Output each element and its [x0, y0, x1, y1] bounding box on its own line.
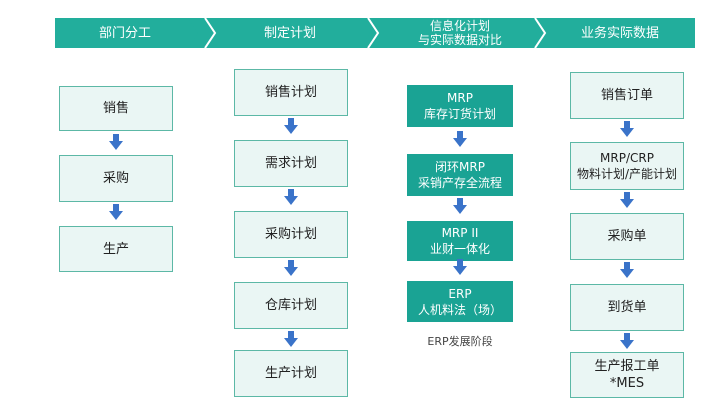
header-band	[55, 18, 695, 48]
arrow-down-icon	[620, 333, 634, 349]
header-label-actual: 业务实际数据	[580, 25, 659, 41]
plan-demand-box: 需求计划	[234, 140, 348, 187]
plan-purchase-box: 采购计划	[234, 211, 348, 258]
header-label-plans: 制定计划	[263, 25, 316, 41]
actual-sales-order-box: 销售订单	[570, 72, 684, 119]
dept-sales-box: 销售	[59, 86, 173, 131]
header-segment-2	[188, 18, 378, 48]
actual-purchase-order-box: 采购单	[570, 213, 684, 260]
arrow-down-icon	[284, 331, 298, 347]
arrow-down-icon	[620, 121, 634, 137]
header-chevrons	[55, 18, 695, 48]
header-label-comparison: 信息化计划 与实际数据对比	[417, 19, 502, 47]
erp-stage-closed-loop-mrp: 闭环MRP 采销产存全流程	[407, 154, 513, 196]
erp-stage-mrp-ii: MRP II 业财一体化	[407, 221, 513, 261]
header-segment-1	[55, 18, 215, 48]
actual-receipt-box: 到货单	[570, 284, 684, 331]
actual-production-report-box: 生产报工单 *MES	[570, 352, 684, 398]
dept-purchase-box: 采购	[59, 155, 173, 202]
arrow-down-icon	[620, 192, 634, 208]
erp-stage-mrp: MRP 库存订货计划	[407, 85, 513, 127]
arrow-down-icon	[453, 198, 467, 214]
dept-production-box: 生产	[59, 226, 173, 272]
arrow-down-icon	[453, 259, 467, 275]
arrow-down-icon	[453, 131, 467, 147]
erp-stage-erp: ERP 人机料法（场）	[407, 281, 513, 322]
header-segment-4	[527, 18, 695, 48]
arrow-down-icon	[620, 262, 634, 278]
plan-sales-box: 销售计划	[234, 69, 348, 116]
header-segment-3	[360, 18, 545, 48]
erp-caption: ERP发展阶段	[427, 335, 493, 348]
arrow-down-icon	[284, 189, 298, 205]
plan-production-box: 生产计划	[234, 350, 348, 397]
arrow-down-icon	[109, 134, 123, 150]
actual-mrp-crp-box: MRP/CRP 物料计划/产能计划	[570, 142, 684, 190]
arrow-down-icon	[284, 260, 298, 276]
arrow-down-icon	[109, 204, 123, 220]
header-label-departments: 部门分工	[98, 25, 151, 41]
arrow-down-icon	[284, 118, 298, 134]
plan-warehouse-box: 仓库计划	[234, 282, 348, 329]
